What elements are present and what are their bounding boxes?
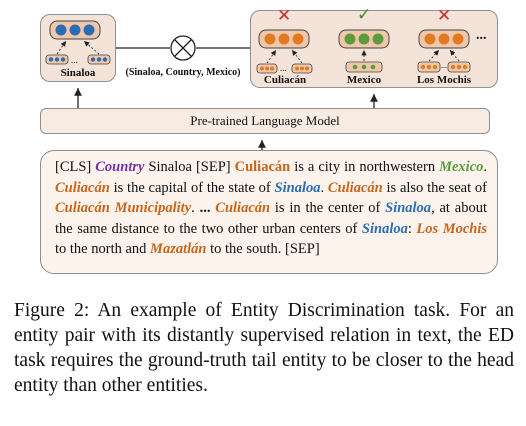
head-dot	[83, 24, 95, 36]
candidate-entities-box	[250, 10, 498, 88]
token-ellipsis: ...	[441, 61, 447, 70]
text-ellipsis: ...	[199, 200, 211, 216]
text-span: :	[407, 220, 417, 237]
text-span: is also the seat of	[382, 179, 487, 196]
text-span: [CLS]	[55, 159, 96, 175]
entity-mention: Sinaloa	[385, 200, 432, 216]
entity-mention: Country	[95, 159, 145, 175]
text-span: is a city in northwestern	[290, 159, 440, 175]
text-span: .	[483, 159, 488, 175]
pretrained-language-model: Pre-trained Language Model	[40, 108, 490, 134]
entity-mention: Culiacán	[215, 200, 271, 216]
entity-mention: Mazatlán	[150, 241, 207, 257]
text-span: is in the center of	[270, 200, 386, 216]
entity-mention: Sinaloa	[274, 179, 321, 196]
head-entity-label: Sinaloa	[60, 67, 96, 79]
text-span: is the capital of the state of	[109, 179, 275, 196]
head-dot	[55, 24, 67, 36]
text-span: .	[191, 200, 200, 216]
entity-mention: Culiacán	[234, 159, 291, 175]
entity-mention: Culiacán	[55, 179, 110, 196]
text-span: to the south. [SEP]	[206, 241, 320, 257]
entity-mention: Culiacán Municipality	[55, 200, 192, 216]
figure-caption: Figure 2: An example of Entity Discrimin…	[14, 300, 514, 396]
entity-mention: Mexico	[439, 159, 484, 175]
text-span: , at about the same distance to the two …	[55, 200, 487, 237]
entity-mention: Los Mochis	[416, 220, 488, 237]
candidate-label: Los Mochis	[416, 74, 472, 86]
head-dot	[69, 24, 81, 36]
entity-mention: Culiacán	[327, 179, 383, 196]
text-span: .	[320, 179, 328, 196]
input-text-box: [CLS] Country Sinaloa [SEP] Culiacán is …	[40, 150, 498, 274]
token-ellipsis: ...	[280, 63, 287, 73]
cross-icon: ✕	[277, 6, 292, 26]
cross-icon: ✕	[437, 6, 452, 26]
check-icon: ✓	[357, 5, 372, 25]
text-span: Sinaloa [SEP]	[144, 159, 235, 175]
entity-mention: Sinaloa	[361, 220, 408, 237]
text-span: to the north and	[55, 241, 151, 257]
candidate-label: Culiacán	[263, 74, 307, 86]
relation-label: (Sinaloa, Country, Mexico)	[125, 67, 241, 78]
more-candidates-ellipsis: ...	[476, 28, 487, 43]
candidate-label: Mexico	[346, 74, 382, 86]
token-ellipsis: ...	[71, 55, 78, 65]
